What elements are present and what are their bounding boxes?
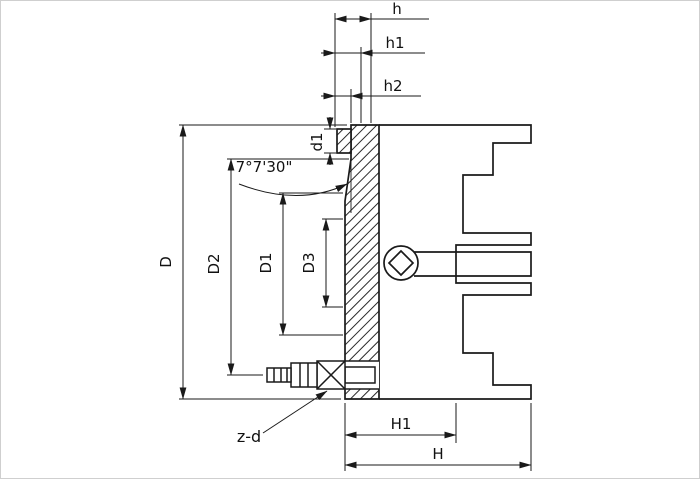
- bolt-head: [290, 362, 318, 388]
- bolt-cross-diagonal-2: [316, 360, 346, 390]
- angle-leader-arc: [238, 183, 348, 196]
- dim-label-D: D: [157, 256, 175, 268]
- dim-label-zd: z-d: [237, 427, 261, 446]
- actuator-bar: [414, 251, 532, 277]
- socket-circle: [383, 245, 419, 281]
- dim-label-d1: d1: [308, 132, 326, 151]
- labels: h h1 h2 d1 7°7'30" D D2 D1 D3 z-d H1 H: [157, 1, 444, 463]
- dim-label-h1: h1: [385, 34, 404, 52]
- socket-square: [387, 249, 415, 277]
- chuck-part: [336, 124, 532, 400]
- dim-label-D2: D2: [205, 253, 223, 274]
- zd-leader-line: [262, 390, 328, 434]
- dim-label-D3: D3: [300, 252, 318, 273]
- hub-hatched-section: [336, 128, 352, 154]
- dimensions: [179, 13, 532, 471]
- backplate-hatched-section: [344, 124, 380, 400]
- dim-label-H: H: [432, 445, 443, 463]
- angle-label: 7°7'30": [236, 158, 293, 176]
- bolt-thread-end: [266, 367, 292, 383]
- dim-label-D1: D1: [257, 252, 275, 273]
- dim-label-H1: H1: [391, 415, 412, 433]
- dim-label-h2: h2: [383, 77, 402, 95]
- mounting-bolt: [266, 360, 379, 390]
- bolt-shank: [344, 366, 376, 384]
- dim-label-h: h: [392, 1, 402, 18]
- body-profile: [379, 124, 532, 400]
